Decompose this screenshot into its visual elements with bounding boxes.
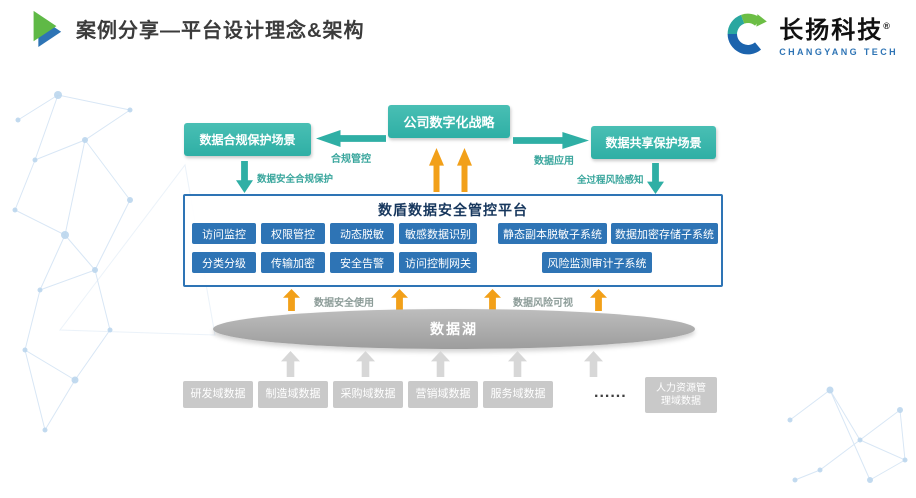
logo-company-name: 长扬科技®	[779, 10, 898, 45]
label-secure-usage: 数据安全使用	[314, 298, 374, 309]
platform-module-sensitive-data-identification: 敏感数据识别	[399, 223, 477, 244]
source-up-arrow-3	[431, 351, 450, 377]
up-arrow-lake-4	[590, 289, 607, 311]
arrow-right-to-sharing-scene	[513, 132, 589, 149]
source-box-procurement: 采购域数据	[333, 381, 403, 408]
source-box-marketing: 营销域数据	[408, 381, 478, 408]
label-compliance-protection: 数据安全合规保护	[257, 174, 334, 185]
platform-module-dynamic-masking: 动态脱敏	[330, 223, 394, 244]
platform-module-permission-control: 权限管控	[261, 223, 325, 244]
source-up-arrow-4	[508, 351, 527, 377]
label-compliance-control: 合规管控	[331, 154, 371, 165]
platform-container: 数盾数据安全管控平台 访问监控 权限管控 动态脱敏 敏感数据识别 静态副本脱敏子…	[183, 194, 723, 287]
label-risk-visibility: 数据风险可视	[513, 298, 573, 309]
down-arrow-right-scene	[647, 163, 664, 194]
slide-header: 案例分享—平台设计理念&架构	[26, 8, 364, 48]
down-arrow-left-scene	[236, 161, 253, 193]
up-arrow-lake-1	[283, 289, 300, 311]
platform-module-encryption-storage-subsystem: 数据加密存储子系统	[611, 223, 718, 244]
source-box-service: 服务域数据	[483, 381, 553, 408]
source-box-hr: 人力资源管理域数据	[645, 377, 717, 413]
label-data-application: 数据应用	[534, 156, 574, 167]
up-arrow-to-strategy-2	[457, 148, 472, 192]
up-arrow-lake-2	[391, 289, 408, 311]
right-scene-box: 数据共享保护场景	[591, 126, 716, 159]
ellipsis-more-sources: ......	[594, 384, 627, 401]
left-scene-box: 数据合规保护场景	[184, 123, 311, 156]
logo-text: 长扬科技® CHANGYANG TECH	[779, 10, 898, 57]
slide-title: 案例分享—平台设计理念&架构	[76, 19, 365, 42]
source-up-arrow-5	[584, 351, 603, 377]
arrow-left-to-compliance-scene	[316, 130, 386, 147]
company-logo: 长扬科技® CHANGYANG TECH	[725, 10, 898, 57]
platform-module-access-control-gateway: 访问控制网关	[399, 252, 477, 273]
logo-company-english: CHANGYANG TECH	[779, 47, 898, 57]
registered-mark-icon: ®	[883, 21, 892, 31]
platform-module-classification-grading: 分类分级	[192, 252, 256, 273]
label-risk-awareness: 全过程风险感知	[577, 175, 644, 186]
platform-title: 数盾数据安全管控平台	[378, 202, 528, 218]
source-up-arrow-1	[281, 351, 300, 377]
platform-module-access-monitor: 访问监控	[192, 223, 256, 244]
up-arrow-lake-3	[484, 289, 501, 311]
play-triangle-icon	[33, 10, 62, 47]
source-up-arrow-2	[356, 351, 375, 377]
platform-module-risk-monitor-audit-subsystem: 风险监测审计子系统	[542, 252, 652, 273]
platform-module-transport-encryption: 传输加密	[261, 252, 325, 273]
up-arrow-to-strategy-1	[429, 148, 444, 192]
strategy-box: 公司数字化战略	[388, 105, 510, 138]
source-box-manufacturing: 制造域数据	[258, 381, 328, 408]
source-box-rd: 研发域数据	[183, 381, 253, 408]
logo-company-cn: 长扬科技	[779, 17, 884, 44]
changyang-logo-icon	[727, 13, 768, 54]
platform-module-static-copy-masking-subsystem: 静态副本脱敏子系统	[498, 223, 607, 244]
platform-module-security-alert: 安全告警	[330, 252, 394, 273]
data-lake-ellipse: 数据湖	[213, 309, 695, 349]
